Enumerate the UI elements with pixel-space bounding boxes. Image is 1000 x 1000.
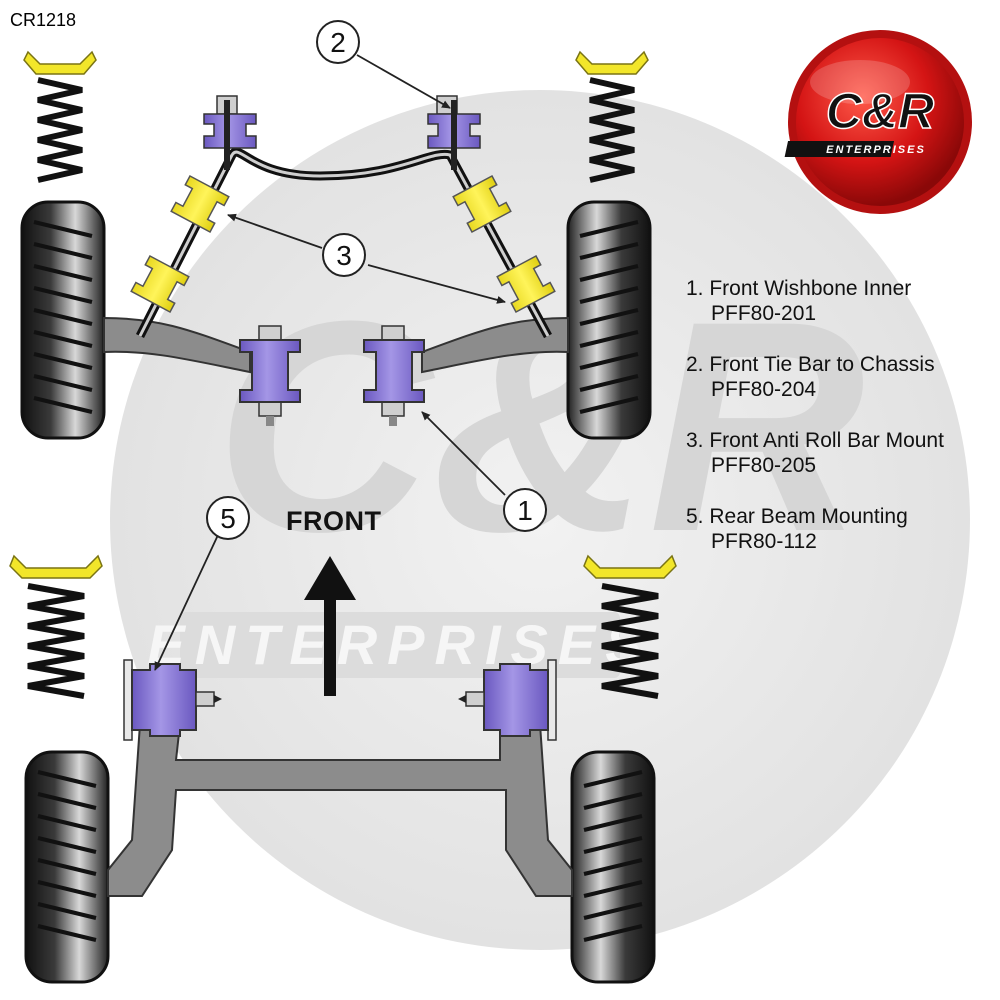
parts-legend: 1. Front Wishbone Inner PFF80-201 2. Fro… <box>686 276 991 580</box>
front-right-spring <box>575 50 649 183</box>
rear-left-spring <box>9 554 103 699</box>
legend-item: 1. Front Wishbone Inner PFF80-201 <box>686 276 991 326</box>
callout-2: 2 <box>316 20 360 64</box>
rear-beam-bush-left <box>123 659 222 741</box>
front-left-spring <box>23 50 97 183</box>
leader-2 <box>356 54 451 109</box>
leader-3b <box>367 264 506 304</box>
logo-banner <box>784 141 895 157</box>
arb-bush-lower-left <box>130 254 190 314</box>
callout-2-text: 2 <box>330 27 346 58</box>
legend-item-part: PFF80-204 <box>711 378 817 401</box>
diagram-code: CR1218 <box>10 10 77 30</box>
callout-5: 5 <box>206 496 250 540</box>
legend-item: 3. Front Anti Roll Bar Mount PFF80-205 <box>686 428 991 478</box>
rear-beam-bush-right <box>458 659 557 741</box>
logo-sub: ENTERPRISES <box>826 144 926 156</box>
logo-disc <box>796 38 964 206</box>
callout-5-text: 5 <box>220 503 236 534</box>
arb-bush-upper-left <box>170 174 230 234</box>
front-direction-arrow <box>304 556 356 696</box>
legend-item-part: PFR80-112 <box>711 530 817 553</box>
arb-bush-lower-right <box>496 254 556 314</box>
rear-right-tyre <box>570 750 656 984</box>
front-right-wishbone <box>421 316 569 374</box>
front-axle <box>20 50 652 440</box>
legend-item-part: PFF80-205 <box>711 454 817 477</box>
leader-1 <box>421 411 506 496</box>
callout-3: 3 <box>322 233 366 277</box>
tie-bar-bush-left <box>203 95 257 170</box>
legend-item-label: 5. Rear Beam Mounting <box>686 505 908 528</box>
legend-item-label: 2. Front Tie Bar to Chassis <box>686 353 935 376</box>
callout-1-text: 1 <box>517 495 533 526</box>
front-left-tyre <box>20 200 106 440</box>
rear-left-tyre <box>24 750 110 984</box>
rear-right-spring <box>583 554 677 699</box>
front-right-tyre <box>566 200 652 440</box>
callout-3-text: 3 <box>336 240 352 271</box>
watermark-text: ENTERPRISES <box>147 613 652 676</box>
legend-item-label: 1. Front Wishbone Inner <box>686 277 912 300</box>
leader-3a <box>227 213 323 249</box>
rear-beam <box>107 723 573 897</box>
legend-item-label: 3. Front Anti Roll Bar Mount <box>686 429 944 452</box>
front-label: FRONT <box>286 506 382 536</box>
legend-item: 2. Front Tie Bar to Chassis PFF80-204 <box>686 352 991 402</box>
callout-1: 1 <box>503 488 547 532</box>
arb-bush-upper-right <box>452 174 512 234</box>
rear-axle <box>9 554 677 984</box>
watermark-band <box>180 612 620 678</box>
legend-item-part: PFF80-201 <box>711 302 817 325</box>
legend-item: 5. Rear Beam Mounting PFR80-112 <box>686 504 991 554</box>
wishbone-bush-left <box>239 325 301 426</box>
wishbone-bush-right <box>363 325 425 426</box>
leader-5 <box>154 534 219 671</box>
logo-mark: C&R <box>826 83 934 139</box>
callout-leaders <box>154 54 506 671</box>
cr-logo: C&R ENTERPRISES <box>784 30 972 214</box>
